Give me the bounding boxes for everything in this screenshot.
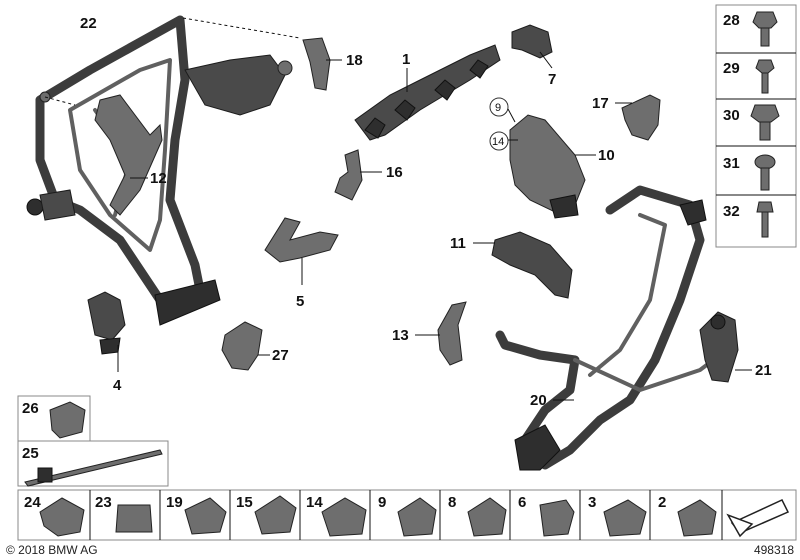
part-2-clip xyxy=(677,499,717,537)
part-27-sleeve xyxy=(221,321,263,371)
leader-7 xyxy=(539,51,553,69)
part-16-bracket xyxy=(334,149,363,201)
label-24: 24 xyxy=(24,494,41,511)
part-10-bracket xyxy=(509,114,586,219)
part-7-holder xyxy=(511,24,553,59)
label-16: 16 xyxy=(386,164,403,181)
label-19: 19 xyxy=(166,494,183,511)
bolt-32-icon xyxy=(756,201,774,238)
label-2: 2 xyxy=(658,494,666,511)
callout-circle-9 xyxy=(489,97,509,117)
label-25: 25 xyxy=(22,445,39,462)
part-17-clip xyxy=(621,94,661,141)
part-13-bracket xyxy=(437,301,467,366)
part-25-tie-head xyxy=(37,467,53,483)
bolt-30-icon xyxy=(750,104,780,141)
bolt-31-icon xyxy=(754,154,776,191)
label-10: 10 xyxy=(598,147,615,164)
bottom-row: 24 23 19 15 14 9 8 6 3 2 xyxy=(17,489,797,541)
label-18: 18 xyxy=(346,52,363,69)
label-23: 23 xyxy=(95,494,112,511)
part-24-clip xyxy=(39,497,85,537)
label-21: 21 xyxy=(755,362,772,379)
part-20-right-frame xyxy=(495,185,722,471)
part-14-clip xyxy=(321,497,367,537)
label-11: 11 xyxy=(450,235,466,252)
part-12-inner-bracket xyxy=(94,94,163,216)
callout-circle-14 xyxy=(489,131,509,151)
label-9: 9 xyxy=(378,494,386,511)
label-15: 15 xyxy=(236,494,253,511)
part-21-mount xyxy=(699,311,739,383)
label-1: 1 xyxy=(402,51,410,68)
part-15-clip xyxy=(254,495,297,535)
part-26-clip xyxy=(49,401,86,439)
part-4-clip xyxy=(87,291,126,355)
part-3-clip xyxy=(603,499,647,537)
label-4: 4 xyxy=(113,377,122,394)
bolt-29-icon xyxy=(755,59,775,94)
label-27: 27 xyxy=(272,347,289,364)
label-22: 22 xyxy=(80,15,97,32)
diagram-number: 498318 xyxy=(753,543,794,557)
label-circle-9: 9 xyxy=(495,102,501,114)
side-boxes: 28 29 30 31 32 xyxy=(715,4,797,248)
label-29: 29 xyxy=(723,60,740,77)
label-20: 20 xyxy=(530,392,547,409)
part-18-clip xyxy=(302,37,331,91)
part-23-clip xyxy=(115,504,153,533)
part-1-cable-channel xyxy=(354,44,501,141)
part-9-clip xyxy=(397,497,437,537)
label-31: 31 xyxy=(723,155,740,172)
label-12: 12 xyxy=(150,170,167,187)
left-boxes: 26 25 xyxy=(17,395,169,487)
part-22-bracket-frame xyxy=(26,15,293,326)
label-7: 7 xyxy=(548,71,556,88)
part-5-bracket xyxy=(264,217,339,263)
label-13: 13 xyxy=(392,327,409,344)
side-box-frame xyxy=(715,4,797,248)
part-8-clip xyxy=(467,497,507,537)
part-19-clip xyxy=(184,497,227,535)
dashed-leader-2 xyxy=(44,96,76,106)
leader-circ-9 xyxy=(507,108,516,123)
label-14: 14 xyxy=(306,494,323,511)
label-3: 3 xyxy=(588,494,596,511)
label-28: 28 xyxy=(723,12,740,29)
label-17: 17 xyxy=(592,95,609,112)
part-6-clip xyxy=(539,499,575,537)
label-30: 30 xyxy=(723,107,740,124)
label-5: 5 xyxy=(296,293,304,310)
part-11-cover xyxy=(491,231,573,299)
bolt-28-icon xyxy=(752,11,778,47)
label-32: 32 xyxy=(723,203,740,220)
label-8: 8 xyxy=(448,494,456,511)
part-25-cable-tie xyxy=(24,449,163,487)
label-6: 6 xyxy=(518,494,526,511)
dashed-leader xyxy=(182,17,301,39)
label-circle-14: 14 xyxy=(492,136,504,148)
copyright-text: © 2018 BMW AG xyxy=(6,543,98,557)
arrow-icon xyxy=(726,499,790,538)
label-26: 26 xyxy=(22,400,39,417)
